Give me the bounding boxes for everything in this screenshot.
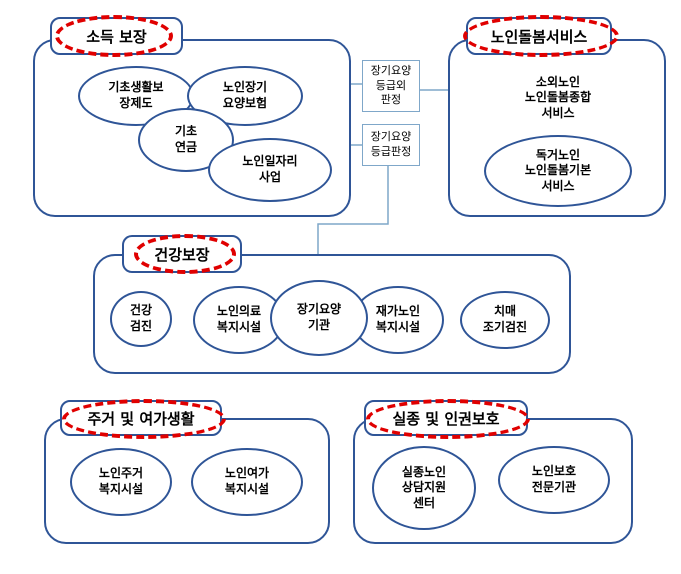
basic-pension-node: 기초 연금 [138, 108, 234, 172]
housing-leisure-title: 주거 및 여가생활 [60, 400, 222, 436]
health-checkup-node: 건강 검진 [110, 291, 172, 347]
health-security-title: 건강보장 [122, 235, 242, 273]
ltc-grade-box: 장기요양 등급판정 [362, 124, 420, 166]
senior-jobs-node: 노인일자리 사업 [208, 138, 332, 202]
dementia-screening-node: 치매 조기검진 [460, 291, 550, 349]
medical-welfare-facility-node: 노인의료 복지시설 [193, 286, 285, 354]
connector-to-ltc-institution [318, 166, 389, 282]
ltc-institution-node: 장기요양 기관 [270, 280, 368, 356]
elder-protection-agency-node: 노인보호 전문기관 [498, 446, 610, 514]
missing-senior-center-node: 실종노인 상담지원 센터 [372, 446, 476, 530]
housing-welfare-facility-node: 노인주거 복지시설 [70, 448, 172, 516]
ltc-outside-grade-box: 장기요양 등급외 판정 [362, 60, 420, 112]
isolated-senior-care-node: 소외노인 노인돌봄종합 서비스 [524, 74, 592, 120]
solitary-senior-care-node: 독거노인 노인돌봄기본 서비스 [484, 135, 632, 207]
leisure-welfare-facility-node: 노인여가 복지시설 [191, 448, 303, 516]
elderly-care-title: 노인돌봄서비스 [466, 17, 612, 55]
missing-rights-title: 실종 및 인권보호 [364, 400, 528, 436]
income-security-title: 소득 보장 [50, 17, 183, 55]
